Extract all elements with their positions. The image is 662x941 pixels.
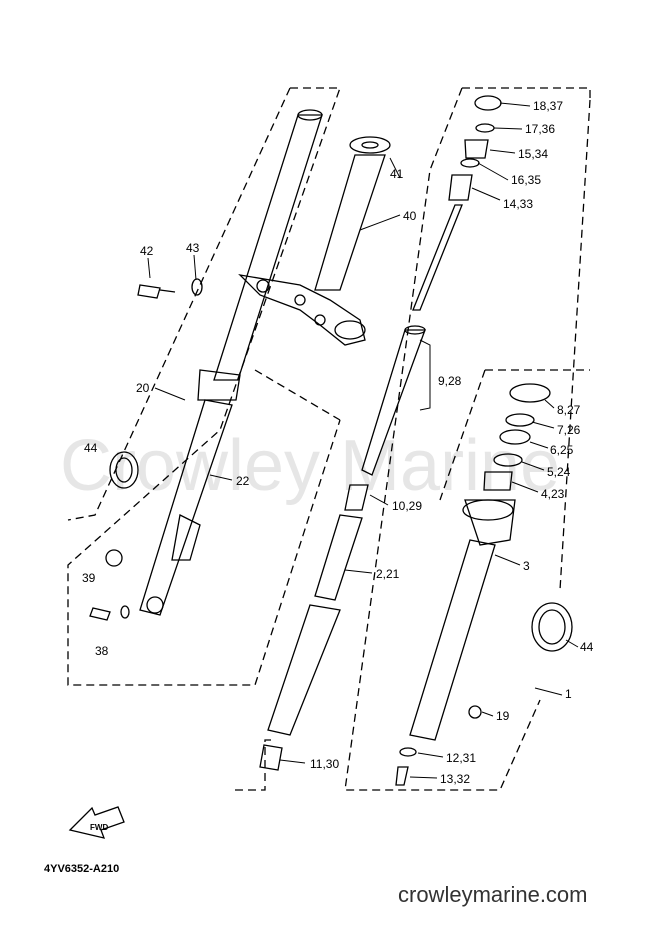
part-13 bbox=[395, 766, 409, 786]
part-15 bbox=[464, 139, 489, 159]
label-43: 43 bbox=[186, 241, 200, 255]
part-6 bbox=[499, 429, 531, 445]
label-15-34: 15,34 bbox=[518, 147, 548, 161]
label-20: 20 bbox=[136, 381, 150, 395]
callout-labels: 42 43 41 40 20 44 22 39 38 18,37 17,36 1… bbox=[82, 99, 594, 786]
inner-tube bbox=[259, 514, 363, 771]
label-5-24: 5,24 bbox=[547, 465, 571, 479]
label-40: 40 bbox=[403, 209, 417, 223]
label-6-25: 6,25 bbox=[550, 443, 574, 457]
watermark: Crowley Marine bbox=[60, 426, 560, 506]
part-19 bbox=[468, 705, 482, 719]
label-11-30: 11,30 bbox=[310, 757, 339, 771]
label-18-37: 18,37 bbox=[533, 99, 563, 113]
label-16-35: 16,35 bbox=[511, 173, 541, 187]
left-assembly-boundary bbox=[67, 87, 341, 686]
part-16 bbox=[460, 158, 480, 168]
label-39: 39 bbox=[82, 571, 96, 585]
site-footer: crowleymarine.com bbox=[398, 882, 588, 907]
left-fork-assembly bbox=[139, 109, 323, 616]
fwd-arrow-icon: FWD bbox=[68, 806, 125, 839]
label-44-left: 44 bbox=[84, 441, 98, 455]
part-12 bbox=[399, 747, 417, 757]
label-44-right: 44 bbox=[580, 640, 594, 654]
inner-assembly-boundary bbox=[254, 369, 590, 501]
steering-stem bbox=[314, 136, 391, 291]
label-8-27: 8,27 bbox=[557, 403, 581, 417]
label-19: 19 bbox=[496, 709, 510, 723]
label-4-23: 4,23 bbox=[541, 487, 565, 501]
under-bracket bbox=[238, 274, 366, 346]
part-44-right bbox=[531, 602, 573, 652]
fwd-label: FWD bbox=[90, 823, 108, 832]
label-1: 1 bbox=[565, 687, 572, 701]
leader-lines bbox=[147, 102, 579, 779]
part-43 bbox=[191, 278, 203, 296]
right-outer-tube bbox=[409, 499, 516, 741]
label-3: 3 bbox=[523, 559, 530, 573]
damper-rod bbox=[361, 204, 463, 476]
part-4 bbox=[483, 471, 513, 491]
part-10 bbox=[344, 484, 369, 511]
part-14 bbox=[448, 174, 473, 201]
right-assembly-boundary bbox=[344, 87, 591, 791]
label-13-32: 13,32 bbox=[440, 772, 470, 786]
part-5 bbox=[493, 453, 523, 467]
label-9-28: 9,28 bbox=[438, 374, 462, 388]
part-18 bbox=[474, 95, 502, 111]
part-38 bbox=[89, 605, 130, 621]
label-22: 22 bbox=[236, 474, 250, 488]
label-14-33: 14,33 bbox=[503, 197, 533, 211]
drawing-code: 4YV6352-A210 bbox=[44, 863, 119, 875]
label-38: 38 bbox=[95, 644, 109, 658]
label-12-31: 12,31 bbox=[446, 751, 476, 765]
label-41: 41 bbox=[390, 167, 404, 181]
label-10-29: 10,29 bbox=[392, 499, 422, 513]
label-7-26: 7,26 bbox=[557, 423, 581, 437]
label-42: 42 bbox=[140, 244, 154, 258]
part-17 bbox=[475, 123, 495, 133]
part-42 bbox=[137, 284, 176, 299]
label-17-36: 17,36 bbox=[525, 122, 555, 136]
part-44-left bbox=[109, 451, 139, 489]
part-39 bbox=[105, 549, 123, 567]
lower-bracket bbox=[235, 739, 275, 791]
label-2-21: 2,21 bbox=[376, 567, 400, 581]
part-8 bbox=[509, 383, 551, 403]
part-7 bbox=[505, 413, 535, 427]
